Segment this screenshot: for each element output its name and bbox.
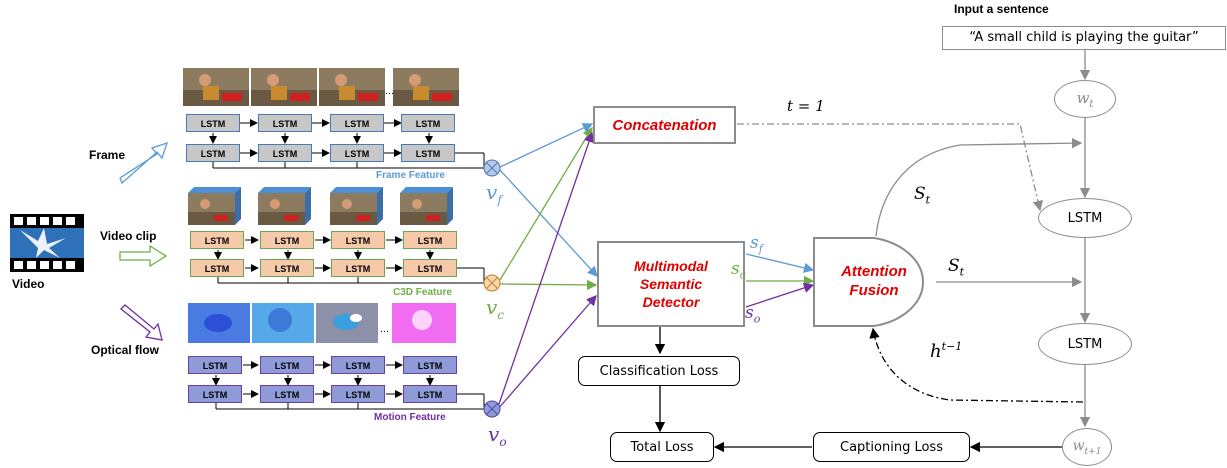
st-top-label: St <box>914 184 931 207</box>
c3d-feature-bus <box>217 267 485 284</box>
frame-feature-arrows <box>499 123 815 277</box>
svg-text:…: … <box>380 325 389 335</box>
st-mid-label: St <box>948 256 965 279</box>
semantic-detector-label: Multimodal Semantic Detector <box>634 258 708 310</box>
vc-label: vc <box>486 295 505 322</box>
lstm-top-node: LSTM <box>1038 198 1132 238</box>
optical-flow-label: Optical flow <box>91 343 160 357</box>
frame-feature-bus <box>212 152 485 169</box>
frame-lstm-1-4: LSTM <box>401 114 455 132</box>
input-title: Input a sentence <box>954 2 1049 16</box>
motion-lstm-2-1: LSTM <box>188 385 242 403</box>
hidden-state-arrow <box>869 327 1084 403</box>
decoder-arrows <box>737 50 1091 428</box>
semantic-detector-box: Multimodal Semantic Detector <box>597 241 745 327</box>
c3d-lstm-1-4: LSTM <box>403 231 457 249</box>
classification-loss-box: Classification Loss <box>578 356 740 386</box>
c3d-lstm-arrows <box>214 236 434 272</box>
video-icon <box>10 214 84 272</box>
frame-label: Frame <box>89 148 126 162</box>
motion-lstm-1-4: LSTM <box>403 356 457 374</box>
c3d-lstm-1-2: LSTM <box>260 231 314 249</box>
vf-label: vf <box>486 180 502 207</box>
sentence-box: “A small child is playing the guitar” <box>942 26 1226 50</box>
so-label: so <box>745 303 761 326</box>
c3d-feature-arrows <box>499 126 815 291</box>
h-prev-label: ht−1 <box>930 340 963 362</box>
pool-nodes <box>483 159 501 418</box>
motion-lstm-1-3: LSTM <box>331 356 385 374</box>
motion-lstm-2-3: LSTM <box>331 385 385 403</box>
attention-fusion-box <box>813 237 924 327</box>
concatenation-label: Concatenation <box>612 116 717 134</box>
frame-lstm-1-2: LSTM <box>258 114 312 132</box>
frame-lstm-2-1: LSTM <box>186 144 240 162</box>
c3d-lstm-2-3: LSTM <box>331 259 385 277</box>
sf-label: sf <box>750 233 763 256</box>
frame-lstm-2-3: LSTM <box>330 144 384 162</box>
frame-lstm-arrows <box>209 119 433 157</box>
svg-text:…: … <box>385 87 394 97</box>
wt1-node: wt+1 <box>1062 428 1112 466</box>
motion-lstm-1-2: LSTM <box>260 356 314 374</box>
frame-feature-label: Frame Feature <box>376 170 445 181</box>
loss-arrows <box>654 327 1065 453</box>
frame-lstm-1-3: LSTM <box>330 114 384 132</box>
total-loss-box: Total Loss <box>610 432 714 462</box>
motion-feature-label: Motion Feature <box>374 412 446 423</box>
motion-lstm-2-4: LSTM <box>403 385 457 403</box>
c3d-lstm-2-2: LSTM <box>260 259 314 277</box>
c3d-lstm-1-3: LSTM <box>331 231 385 249</box>
frame-lstm-2-2: LSTM <box>258 144 312 162</box>
lstm-bottom-node: LSTM <box>1038 323 1132 365</box>
motion-lstm-arrows <box>212 361 434 398</box>
t-equals-one: t = 1 <box>787 97 825 115</box>
video-label: Video <box>12 277 45 291</box>
captioning-loss-box: Captioning Loss <box>813 432 970 462</box>
sc-label: sc <box>731 259 746 282</box>
motion-lstm-1-1: LSTM <box>188 356 242 374</box>
c3d-lstm-2-4: LSTM <box>403 259 457 277</box>
flow-thumbnails: … <box>188 303 456 343</box>
frame-lstm-2-4: LSTM <box>401 144 455 162</box>
c3d-lstm-2-1: LSTM <box>190 259 244 277</box>
attention-fusion-label: Attention Fusion <box>841 263 907 299</box>
concatenation-box: Concatenation <box>593 106 736 144</box>
frame-lstm-1-1: LSTM <box>186 114 240 132</box>
video-clip-label: Video clip <box>100 229 157 243</box>
input-arrows <box>119 141 169 341</box>
c3d-feature-label: C3D Feature <box>393 287 452 298</box>
c3d-lstm-1-1: LSTM <box>190 231 244 249</box>
wt-node: wt <box>1054 80 1116 118</box>
motion-feature-arrows <box>497 131 815 410</box>
frame-thumbnails: … <box>183 68 459 106</box>
vo-label: vo <box>488 422 507 449</box>
motion-lstm-2-2: LSTM <box>260 385 314 403</box>
clip-thumbnails <box>188 187 453 225</box>
